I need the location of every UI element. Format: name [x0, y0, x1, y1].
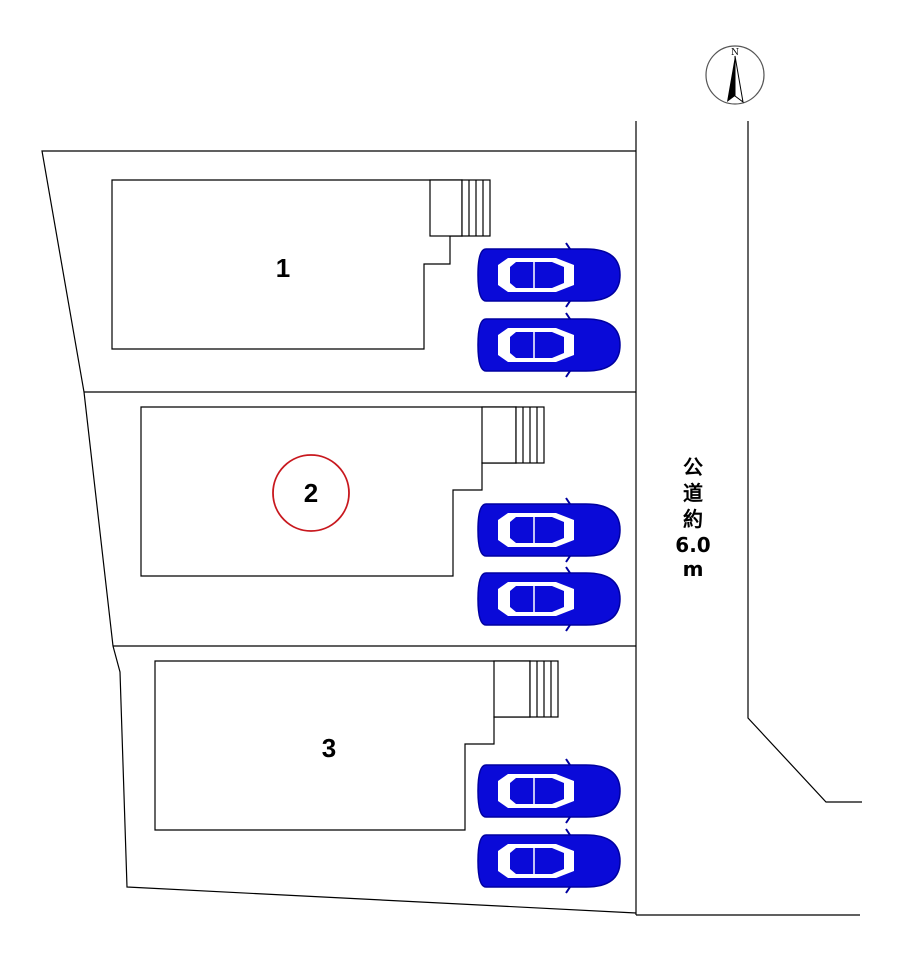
steps-1 — [461, 179, 491, 237]
highlight-circle — [272, 454, 350, 532]
car-1a — [477, 242, 621, 308]
road-label: 公 道 約 6.0 m — [675, 455, 710, 581]
lot-2 — [140, 406, 621, 632]
steps-2 — [515, 406, 545, 464]
building-3 — [154, 660, 531, 831]
lot-label-3: 3 — [322, 733, 336, 763]
car-3b — [477, 828, 621, 894]
road-label-line-4: 6.0 — [675, 533, 710, 557]
north-compass: N — [705, 45, 765, 105]
porch-2 — [481, 406, 517, 464]
road-label-line-2: 道 — [683, 481, 703, 505]
site-boundary — [41, 121, 860, 916]
north-arrow-icon — [727, 56, 735, 102]
porch-1 — [429, 179, 463, 237]
lot-label-2: 2 — [304, 478, 318, 508]
road-label-line-1: 公 — [683, 455, 703, 479]
car-2b — [477, 566, 621, 632]
building-2 — [140, 406, 517, 577]
lot-3 — [154, 660, 621, 894]
lot-1 — [111, 179, 621, 378]
car-2a — [477, 497, 621, 563]
steps-3 — [529, 660, 559, 718]
road-label-line-3: 約 — [683, 507, 703, 531]
lot-label-1: 1 — [276, 253, 290, 283]
car-3a — [477, 758, 621, 824]
road-edge — [747, 121, 862, 803]
car-1b — [477, 312, 621, 378]
road-label-line-5: m — [683, 557, 704, 581]
porch-3 — [493, 660, 531, 718]
compass-label: N — [731, 48, 739, 58]
